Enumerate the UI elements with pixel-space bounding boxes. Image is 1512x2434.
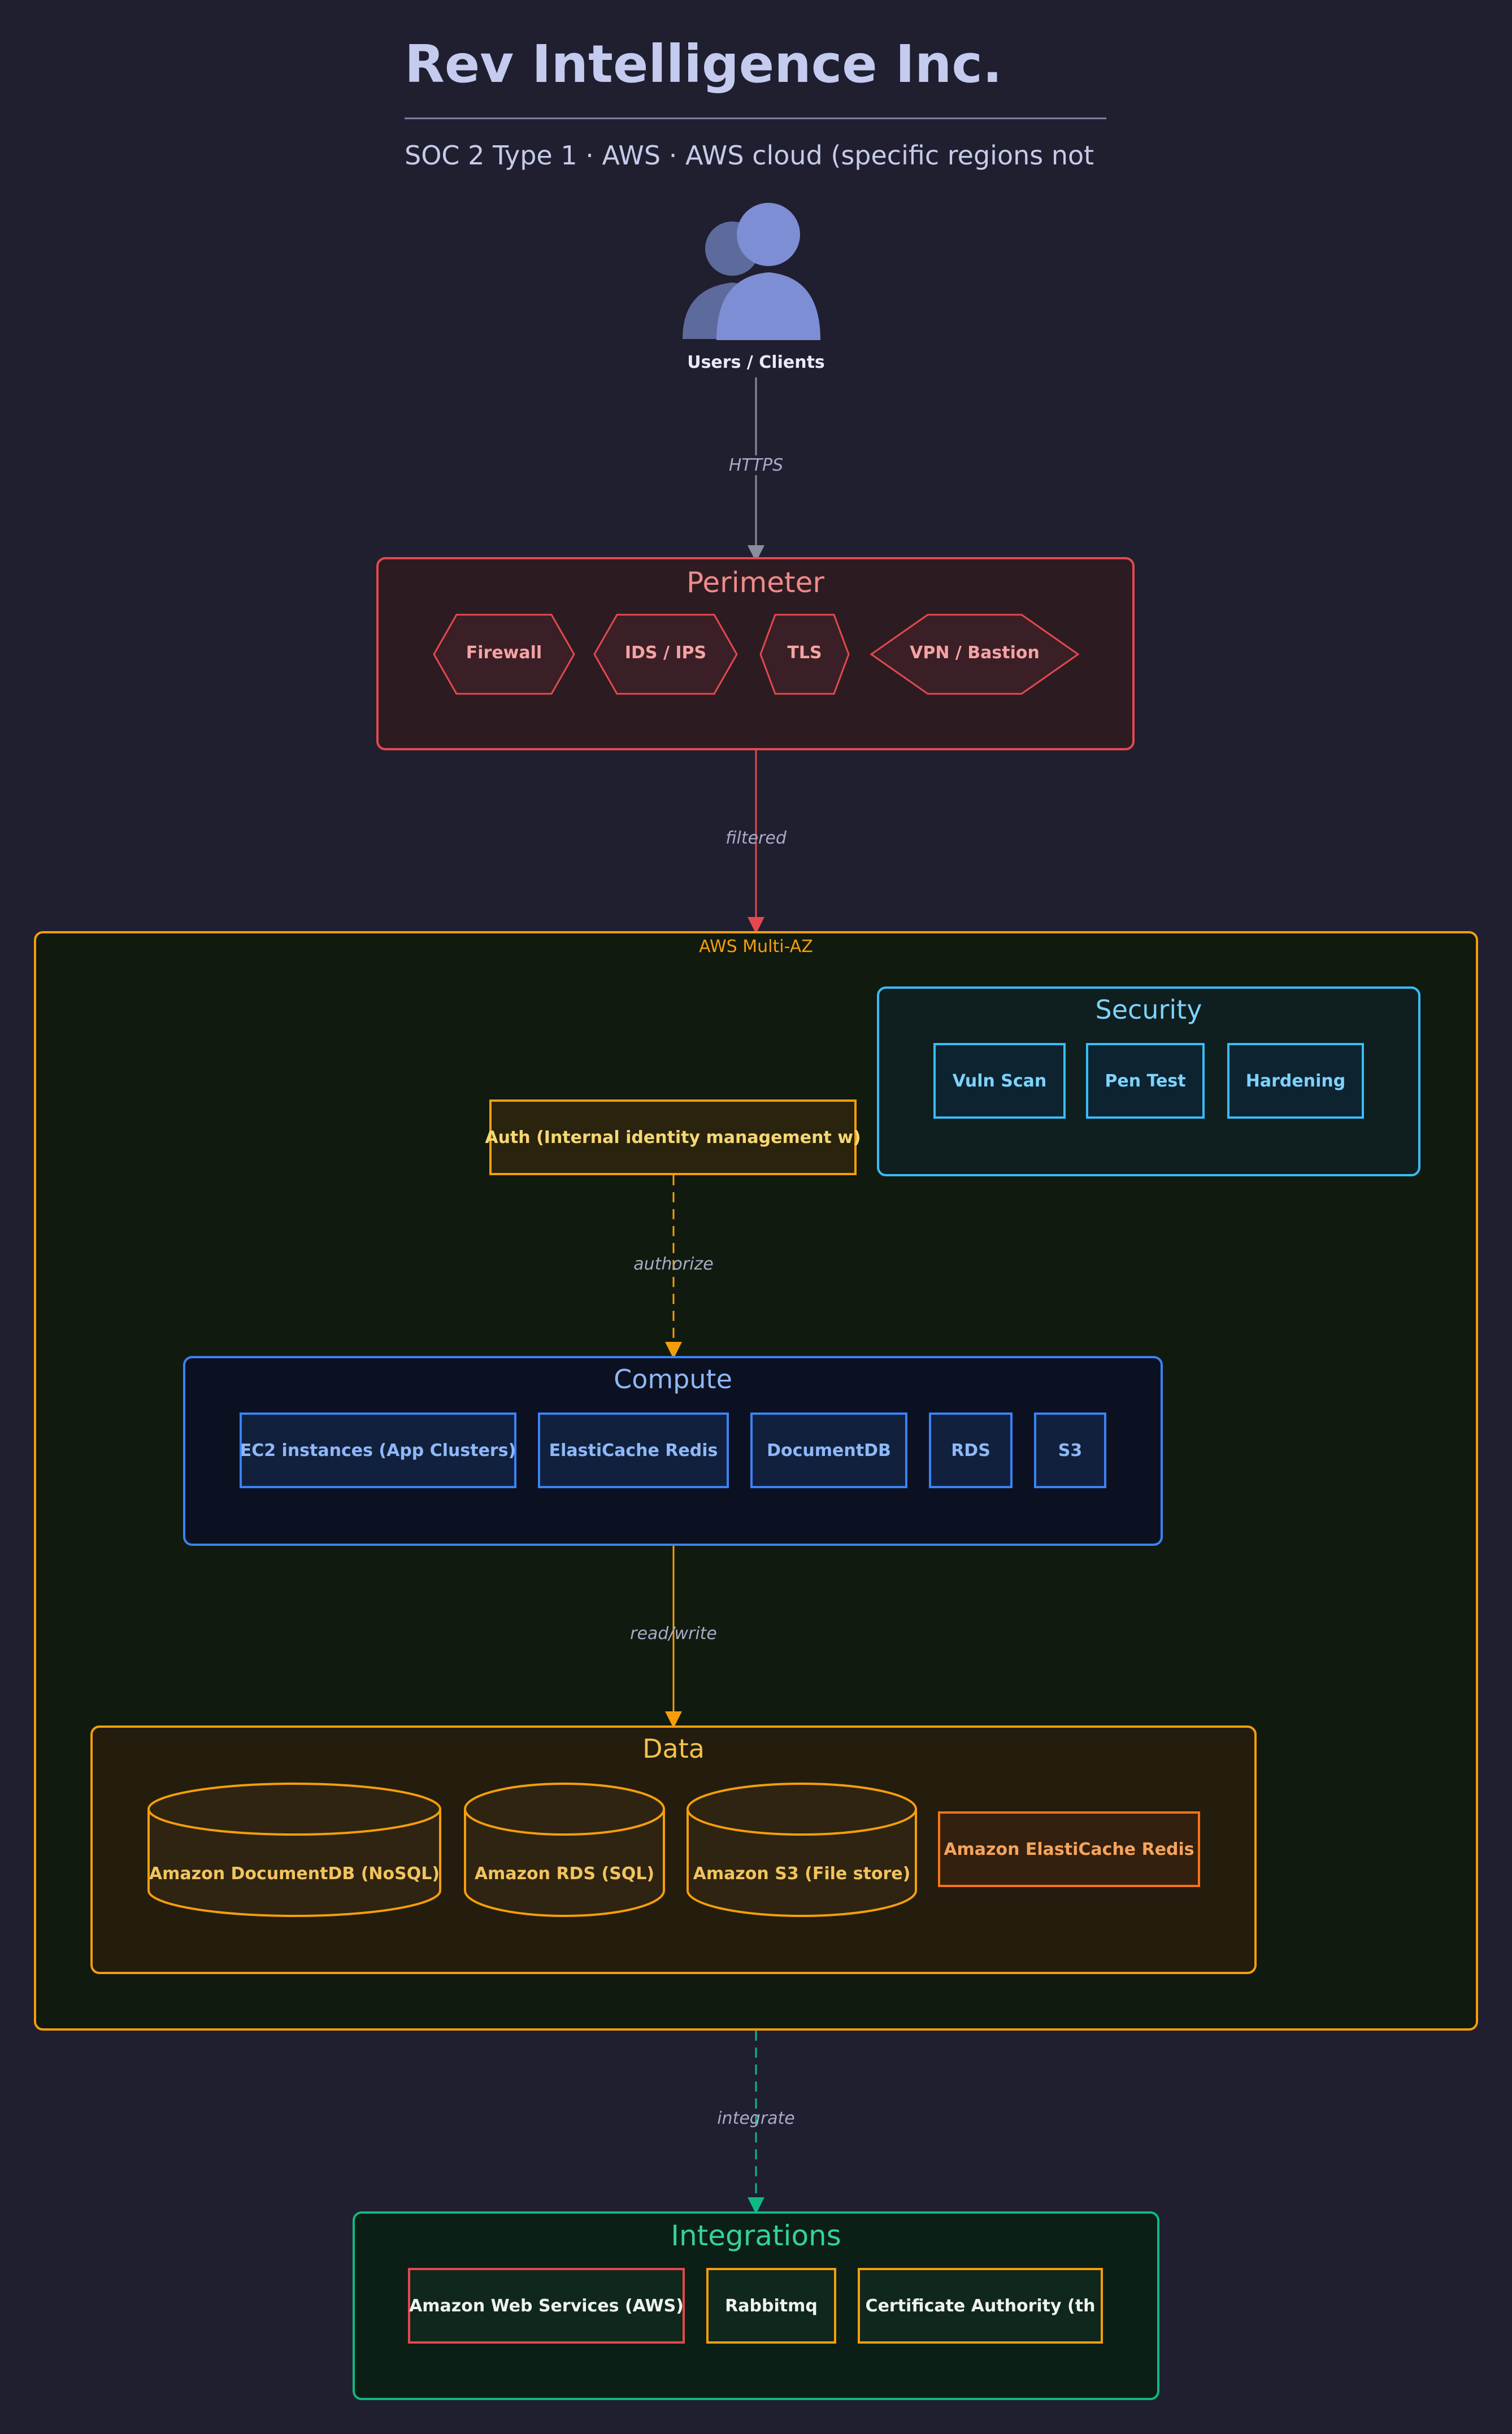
edge-label-read-write: read/write xyxy=(630,1624,717,1644)
vuln-scan-node: Vuln Scan xyxy=(933,1043,1066,1119)
vpn-bastion-label: VPN / Bastion xyxy=(910,643,1040,663)
rds-store: Amazon RDS (SQL) xyxy=(463,1782,666,1918)
s3-store: Amazon S3 (File store) xyxy=(686,1782,918,1918)
perimeter-title: Perimeter xyxy=(687,566,824,599)
security-title: Security xyxy=(1095,994,1202,1025)
auth-node: Auth (Internal identity management w) xyxy=(485,1099,861,1175)
elasticache-redis-store: Amazon ElastiCache Redis xyxy=(938,1811,1200,1887)
edge-label-filtered: filtered xyxy=(725,828,787,848)
integrations-title: Integrations xyxy=(671,2219,841,2252)
tls-hex xyxy=(759,614,850,695)
firewall-hex xyxy=(433,614,575,695)
page-title: Rev Intelligence Inc. xyxy=(405,34,1002,94)
compute-title: Compute xyxy=(614,1364,732,1394)
rds-node: RDS xyxy=(929,1412,1013,1488)
cylinder-shape xyxy=(687,1783,917,1917)
hardening-node: Hardening xyxy=(1227,1043,1364,1119)
ids-ips-label: IDS / IPS xyxy=(624,643,707,663)
users-label: Users / Clients xyxy=(687,353,825,372)
pen-test-node: Pen Test xyxy=(1086,1043,1205,1119)
title-divider xyxy=(405,118,1106,119)
data-title: Data xyxy=(642,1733,705,1764)
users-icon xyxy=(683,203,820,340)
cylinder-shape xyxy=(464,1783,665,1917)
aws-integration-node: Amazon Web Services (AWS) xyxy=(408,2268,685,2344)
ec2-node: EC2 instances (App Clusters) xyxy=(240,1412,516,1488)
ids-ips-hex xyxy=(593,614,738,695)
s3-store-label: Amazon S3 (File store) xyxy=(693,1864,911,1884)
cylinder-shape xyxy=(147,1783,441,1917)
documentdb-store-label: Amazon DocumentDB (NoSQL) xyxy=(149,1864,440,1884)
rabbitmq-integration-node: Rabbitmq xyxy=(706,2268,836,2344)
documentdb-node: DocumentDB xyxy=(750,1412,907,1488)
tls-label: TLS xyxy=(787,643,822,663)
aws-group-label: AWS Multi-AZ xyxy=(699,937,813,957)
documentdb-store: Amazon DocumentDB (NoSQL) xyxy=(147,1782,442,1918)
rds-store-label: Amazon RDS (SQL) xyxy=(474,1864,655,1884)
page-subtitle: SOC 2 Type 1 · AWS · AWS cloud (specific… xyxy=(405,140,1094,171)
s3-node: S3 xyxy=(1034,1412,1106,1488)
elasticache-redis-node: ElastiCache Redis xyxy=(538,1412,729,1488)
edge-label-integrate: integrate xyxy=(717,2109,795,2128)
certificate-authority-node: Certificate Authority (th xyxy=(858,2268,1103,2344)
edge-label-authorize: authorize xyxy=(633,1254,714,1274)
vpn-bastion-hex xyxy=(870,614,1080,695)
edge-label-https: HTTPS xyxy=(643,455,869,475)
perimeter-group xyxy=(376,557,1135,750)
firewall-label: Firewall xyxy=(466,643,542,663)
